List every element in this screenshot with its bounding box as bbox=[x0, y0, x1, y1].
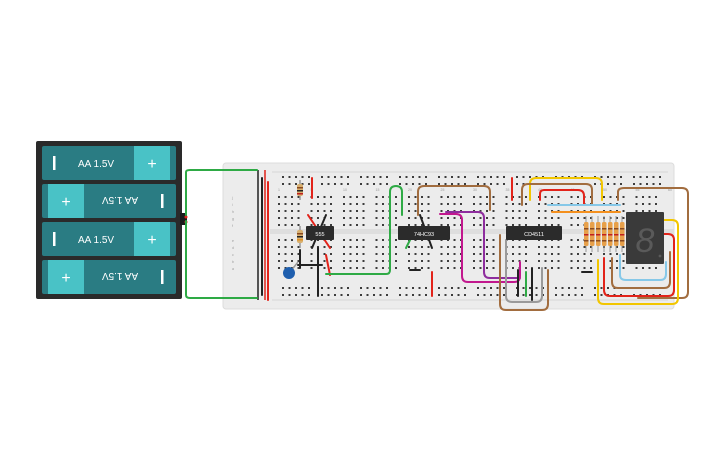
battery-plus-label: + bbox=[147, 156, 156, 173]
wire-brown-top-2 bbox=[521, 183, 593, 206]
chip-555[interactable]: 555 bbox=[306, 226, 334, 240]
column-number: 50 bbox=[603, 188, 607, 192]
wire-brown-display bbox=[617, 187, 689, 299]
battery-plus-label: + bbox=[61, 194, 70, 211]
capacitor[interactable] bbox=[283, 261, 299, 279]
row-letter: i bbox=[232, 203, 233, 207]
battery-minus-mark bbox=[161, 194, 164, 208]
battery-cell[interactable]: + AA 1.5V bbox=[42, 184, 176, 218]
seven-segment-display[interactable]: 8 bbox=[626, 212, 664, 264]
wires[interactable] bbox=[185, 169, 689, 311]
battery-minus-mark bbox=[53, 232, 56, 246]
wire-yellow-top bbox=[529, 177, 603, 201]
wire-purple bbox=[445, 211, 521, 279]
column-number: 10 bbox=[343, 188, 347, 192]
wire-green-555-counter bbox=[325, 185, 403, 275]
column-number: 55 bbox=[636, 188, 640, 192]
battery-cell-label: AA 1.5V bbox=[102, 270, 138, 281]
chip-74hc93[interactable]: 74HC93 bbox=[398, 226, 450, 240]
wire-brown-display-2 bbox=[611, 251, 671, 289]
row-letter: j bbox=[231, 196, 233, 200]
wire-lightblue-display bbox=[619, 254, 667, 281]
chip-555-label: 555 bbox=[315, 232, 324, 238]
wire-gray-bottom bbox=[505, 239, 543, 303]
row-letter: b bbox=[232, 260, 234, 264]
resistor-2[interactable] bbox=[297, 226, 303, 248]
display-digit: 8 bbox=[636, 222, 655, 260]
battery-plus-label: + bbox=[147, 232, 156, 249]
chip-cd4511-label: CD4511 bbox=[524, 232, 544, 238]
wire-green-battery-return bbox=[185, 220, 258, 299]
battery-cell[interactable]: + AA 1.5V bbox=[42, 146, 176, 180]
chip-74hc93-label: 74HC93 bbox=[414, 232, 434, 238]
battery-minus-mark bbox=[53, 156, 56, 170]
column-number: 60 bbox=[668, 188, 672, 192]
wire-brown-top bbox=[417, 185, 491, 216]
column-number: 40 bbox=[538, 188, 542, 192]
wire-brown-bottom bbox=[499, 234, 549, 311]
row-letter: a bbox=[232, 267, 234, 271]
row-letter: c bbox=[232, 253, 234, 257]
wire-green-battery bbox=[185, 169, 258, 216]
battery-minus-mark bbox=[161, 270, 164, 284]
battery-plus-label: + bbox=[61, 270, 70, 287]
battery-pack[interactable]: + AA 1.5V + AA 1.5V + AA 1.5V + AA 1.5V bbox=[36, 141, 188, 299]
row-letter: g bbox=[232, 217, 234, 221]
battery-cell-label: AA 1.5V bbox=[78, 235, 114, 246]
column-number: 35 bbox=[506, 188, 510, 192]
row-letter: e bbox=[232, 239, 234, 243]
resistor-array[interactable] bbox=[584, 216, 625, 252]
wire-yellow-display bbox=[597, 219, 679, 305]
row-letter: h bbox=[232, 210, 234, 214]
column-number: 15 bbox=[376, 188, 380, 192]
resistor-1[interactable] bbox=[297, 180, 303, 200]
column-number: 20 bbox=[408, 188, 412, 192]
battery-cell-label: AA 1.5V bbox=[78, 159, 114, 170]
column-number: 25 bbox=[441, 188, 445, 192]
column-number: 30 bbox=[473, 188, 477, 192]
row-letter: f bbox=[232, 224, 233, 228]
chip-cd4511[interactable]: CD4511 bbox=[506, 226, 562, 240]
battery-cell-label: AA 1.5V bbox=[102, 194, 138, 205]
wire-red-display bbox=[603, 233, 675, 297]
battery-cell[interactable]: + AA 1.5V bbox=[42, 222, 176, 256]
battery-cell[interactable]: + AA 1.5V bbox=[42, 260, 176, 294]
column-number: 1 bbox=[278, 188, 280, 192]
row-letter: d bbox=[232, 246, 234, 250]
